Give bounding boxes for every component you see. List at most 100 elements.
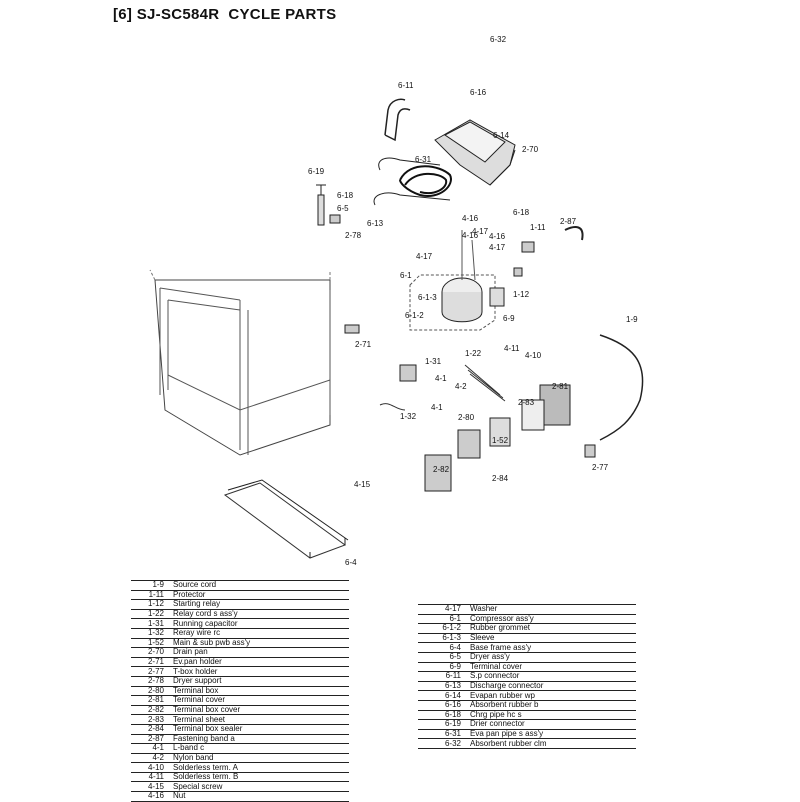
exploded-parts-diagram: 6-326-166-116-142-706-316-196-186-52-786… xyxy=(149,35,644,567)
part-code: 4-15 xyxy=(131,781,170,793)
relay-cord-drawing xyxy=(464,364,506,402)
part-name: Eva pan pipe s ass'y xyxy=(467,729,636,740)
reray-wire-drawing xyxy=(379,403,406,411)
callout-label: 6-1-3 xyxy=(418,293,437,302)
part-name: Terminal box cover xyxy=(170,705,349,716)
part-code: 6-19 xyxy=(418,719,467,730)
callout-label: 2-81 xyxy=(552,382,569,391)
part-code: 2-71 xyxy=(131,657,170,668)
part-name: Relay cord s ass'y xyxy=(170,609,349,620)
callout-label: 4-2 xyxy=(455,382,467,391)
part-code: 4-1 xyxy=(131,743,170,754)
part-code: 6-9 xyxy=(418,662,467,673)
part-code: 4-10 xyxy=(131,762,170,773)
part-code: 4-2 xyxy=(131,753,170,764)
callout-label: 4-1 xyxy=(431,403,443,412)
part-code: 6-18 xyxy=(418,710,467,721)
part-name: Protector xyxy=(170,590,349,601)
part-code: 2-78 xyxy=(131,676,170,687)
callout-label: 6-18 xyxy=(337,191,354,200)
fastening-band-drawing xyxy=(564,226,584,241)
part-code: 2-84 xyxy=(131,724,170,735)
part-code: 2-80 xyxy=(131,686,170,697)
part-code: 6-14 xyxy=(418,690,467,701)
compressor-drawing xyxy=(409,230,496,331)
part-name: Drier connector xyxy=(467,719,636,730)
part-code: 2-87 xyxy=(131,734,170,745)
callout-label: 6-11 xyxy=(398,81,414,90)
part-name: Running capacitor xyxy=(170,618,349,629)
callout-label: 2-77 xyxy=(592,463,609,472)
callout-label: 6-31 xyxy=(415,155,432,164)
callout-label: 2-83 xyxy=(518,398,535,407)
callout-label: 2-80 xyxy=(458,413,475,422)
source-cord-drawing xyxy=(599,334,644,441)
terminal-parts-drawing xyxy=(344,241,596,492)
part-code: 6-11 xyxy=(418,671,467,682)
callout-label: 4-10 xyxy=(525,351,542,360)
callout-label: 6-14 xyxy=(493,131,510,140)
part-code: 6-1 xyxy=(418,614,467,625)
callout-label: 6-19 xyxy=(308,167,325,176)
callout-label: 1-22 xyxy=(465,349,482,358)
part-code: 1-12 xyxy=(131,599,170,610)
part-code: 2-81 xyxy=(131,695,170,706)
part-name: Sleeve xyxy=(467,633,636,644)
part-code: 1-11 xyxy=(131,590,170,601)
callout-label: 1-12 xyxy=(513,290,530,299)
part-code: 1-22 xyxy=(131,609,170,620)
callout-label: 6-1 xyxy=(400,271,412,280)
connector-pipe-drawing xyxy=(384,98,411,142)
part-name: L-band c xyxy=(170,743,349,754)
part-code: 1-32 xyxy=(131,628,170,639)
part-name: Drain pan xyxy=(170,647,349,658)
part-name: Terminal sheet xyxy=(170,714,349,725)
callout-label: 2-87 xyxy=(560,217,577,226)
part-name: Base frame ass'y xyxy=(467,642,636,653)
callout-label: 1-11 xyxy=(530,223,546,232)
callout-label: 6-1-2 xyxy=(405,311,424,320)
cabinet-outline-drawing xyxy=(149,269,331,456)
part-name: Terminal box sealer xyxy=(170,724,349,735)
part-name: Absorbent rubber b xyxy=(467,700,636,711)
callout-label: 4-17 xyxy=(472,227,489,236)
callout-label: 6-18 xyxy=(513,208,530,217)
part-code: 4-11 xyxy=(131,772,170,783)
part-code: 2-77 xyxy=(131,666,170,677)
part-code: 2-82 xyxy=(131,705,170,716)
part-code: 1-31 xyxy=(131,618,170,629)
callout-label: 2-78 xyxy=(345,231,362,240)
callout-label: 6-9 xyxy=(503,314,515,323)
part-name: Nylon band xyxy=(170,753,349,764)
callout-label: 2-82 xyxy=(433,465,450,474)
part-name: Discharge connector xyxy=(467,681,636,692)
eva-pan-pipe-drawing xyxy=(373,157,452,206)
part-name: T-box holder xyxy=(170,666,349,677)
